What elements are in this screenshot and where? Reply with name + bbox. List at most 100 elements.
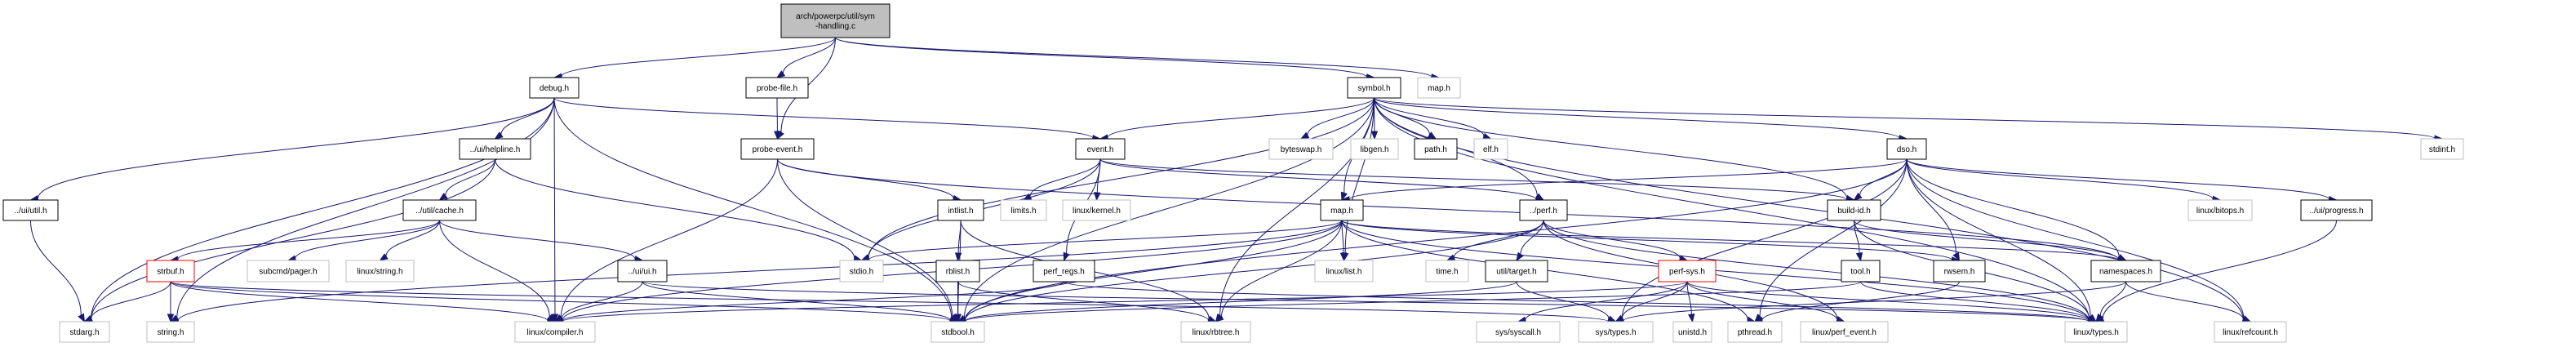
edge-dso-h-to-rwsem-h — [1906, 158, 1961, 262]
node-target-h[interactable]: util/target.h — [1485, 260, 1548, 282]
node-label: unistd.h — [1678, 328, 1707, 337]
node-box — [459, 138, 531, 160]
edge-line — [553, 97, 1094, 139]
node-helpline-h[interactable]: ../ui/helpline.h — [459, 138, 531, 160]
node-dso-h[interactable]: dso.h — [1886, 138, 1927, 160]
node-box — [1727, 321, 1783, 343]
node-tool-h[interactable]: tool.h — [1841, 260, 1881, 282]
edge-dso-h-to-namespaces-h — [1906, 158, 2127, 261]
edge-line — [777, 158, 2120, 260]
edge-strbuf-h-to-stdarg-h — [83, 281, 171, 323]
node-box — [1033, 260, 1095, 282]
node-box — [1578, 321, 1654, 343]
edge-debug-h-to-stdarg-h — [83, 97, 555, 323]
edge-symbol-h-to-stdint-h — [1374, 97, 2444, 142]
edge-debug-h-to-string-h — [169, 97, 555, 323]
node-cache-h[interactable]: ../util/cache.h — [402, 199, 477, 221]
node-box — [740, 138, 815, 160]
node-intlist-h[interactable]: intlist.h — [937, 199, 984, 221]
node-rwsem-h[interactable]: rwsem.h — [1933, 260, 1986, 282]
node-perf-regs-h[interactable]: perf_regs.h — [1033, 260, 1095, 282]
node-linux-string-h: linux/string.h — [345, 260, 415, 282]
node-linux-refcount-h: linux/refcount.h — [2214, 321, 2287, 343]
node-label: -handling.c — [815, 22, 855, 31]
node-box — [1658, 260, 1717, 282]
edge-line — [957, 281, 1210, 322]
edge-line — [1341, 220, 1953, 260]
node-root[interactable]: arch/powerpc/util/sym-handling.c — [780, 3, 890, 38]
arrowhead-icon — [1446, 254, 1456, 261]
edge-line — [1107, 97, 1375, 138]
node-build-id-h[interactable]: build-id.h — [1827, 199, 1881, 221]
node-rblist-h[interactable]: rblist.h — [935, 260, 980, 282]
node-sys-types-h: sys/types.h — [1578, 321, 1654, 343]
edge-root-to-probe-file-h — [775, 37, 836, 78]
edge-symbol-h-to-dso-h — [1374, 97, 1908, 142]
node-label: stdbool.h — [941, 328, 975, 337]
node-box — [1347, 77, 1401, 99]
edge-line — [777, 158, 953, 317]
node-box — [839, 260, 884, 282]
edge-line — [553, 97, 953, 318]
node-strbuf-h[interactable]: strbuf.h — [146, 260, 195, 282]
node-label: ../ui/progress.h — [2309, 207, 2363, 216]
node-ui-util-h[interactable]: ../ui/util.h — [2, 199, 59, 221]
edge-line — [562, 281, 1688, 323]
arrowhead-icon — [1339, 252, 1348, 262]
node-probe-event-h[interactable]: probe-event.h — [740, 138, 815, 160]
edge-probe-event-h-to-intlist-h — [777, 158, 962, 202]
node-perf-h[interactable]: ../perf.h — [1519, 199, 1568, 221]
edge-line — [964, 220, 1544, 321]
edge-line — [91, 281, 171, 319]
node-perf-sys-h[interactable]: perf-sys.h — [1658, 260, 1717, 282]
node-label: build-id.h — [1837, 207, 1871, 216]
node-box — [345, 260, 415, 282]
node-box — [2064, 321, 2128, 343]
node-path-h[interactable]: path.h — [1414, 138, 1458, 160]
node-linux-bitops-h: linux/bitops.h — [2187, 199, 2253, 221]
node-label: ../ui/ui.h — [628, 268, 656, 277]
edge-debug-h-to-event-h — [553, 97, 1102, 142]
node-box — [780, 3, 890, 38]
node-box — [1075, 138, 1126, 160]
node-box — [1062, 199, 1131, 221]
edge-line — [1686, 281, 2090, 322]
edge-line — [964, 281, 1861, 323]
node-map-h[interactable]: map.h — [1320, 199, 1364, 221]
edge-line — [1374, 97, 1485, 137]
edge-dso-h-to-progress-h — [1906, 158, 2338, 203]
node-label: sys/types.h — [1595, 328, 1636, 337]
node-label: linux/compiler.h — [527, 328, 584, 337]
edge-line — [37, 97, 555, 199]
edge-cache-h-to-linux-string-h — [379, 220, 440, 261]
node-label: probe-file.h — [757, 84, 797, 93]
edge-debug-h-to-helpline-h — [494, 97, 555, 140]
arrowhead-icon — [954, 314, 962, 323]
node-namespaces-h[interactable]: namespaces.h — [2090, 260, 2161, 282]
node-label: dso.h — [1897, 145, 1916, 154]
edge-namespaces-h-to-linux-types-h — [2095, 281, 2126, 323]
node-label: stdio.h — [850, 268, 873, 277]
node-debug-h[interactable]: debug.h — [529, 77, 580, 99]
node-progress-h[interactable]: ../ui/progress.h — [2300, 199, 2373, 221]
edge-line — [1543, 220, 2090, 321]
node-event-h[interactable]: event.h — [1075, 138, 1126, 160]
node-label: linux/rbtree.h — [1193, 328, 1240, 337]
node-box — [1485, 260, 1548, 282]
node-ui-h[interactable]: ../ui/ui.h — [617, 260, 668, 282]
node-label: linux/kernel.h — [1073, 207, 1121, 216]
edge-cache-h-to-strbuf-h — [169, 220, 440, 263]
edge-line — [385, 220, 440, 257]
node-box — [402, 199, 477, 221]
node-linux-types-h: linux/types.h — [2064, 321, 2128, 343]
node-linux-kernel-h: linux/kernel.h — [1062, 199, 1131, 221]
node-probe-file-h[interactable]: probe-file.h — [745, 77, 809, 99]
arrowhead-icon — [1094, 192, 1101, 202]
arrowhead-icon — [1215, 314, 1224, 323]
edge-symbol-h-to-perf-h — [1374, 97, 1545, 201]
node-symbol-h[interactable]: symbol.h — [1347, 77, 1401, 99]
node-box — [1800, 321, 1889, 343]
node-label: time.h — [1436, 268, 1458, 277]
edge-line — [1621, 158, 1908, 318]
edge-debug-h-to-linux-compiler-h — [551, 97, 559, 323]
